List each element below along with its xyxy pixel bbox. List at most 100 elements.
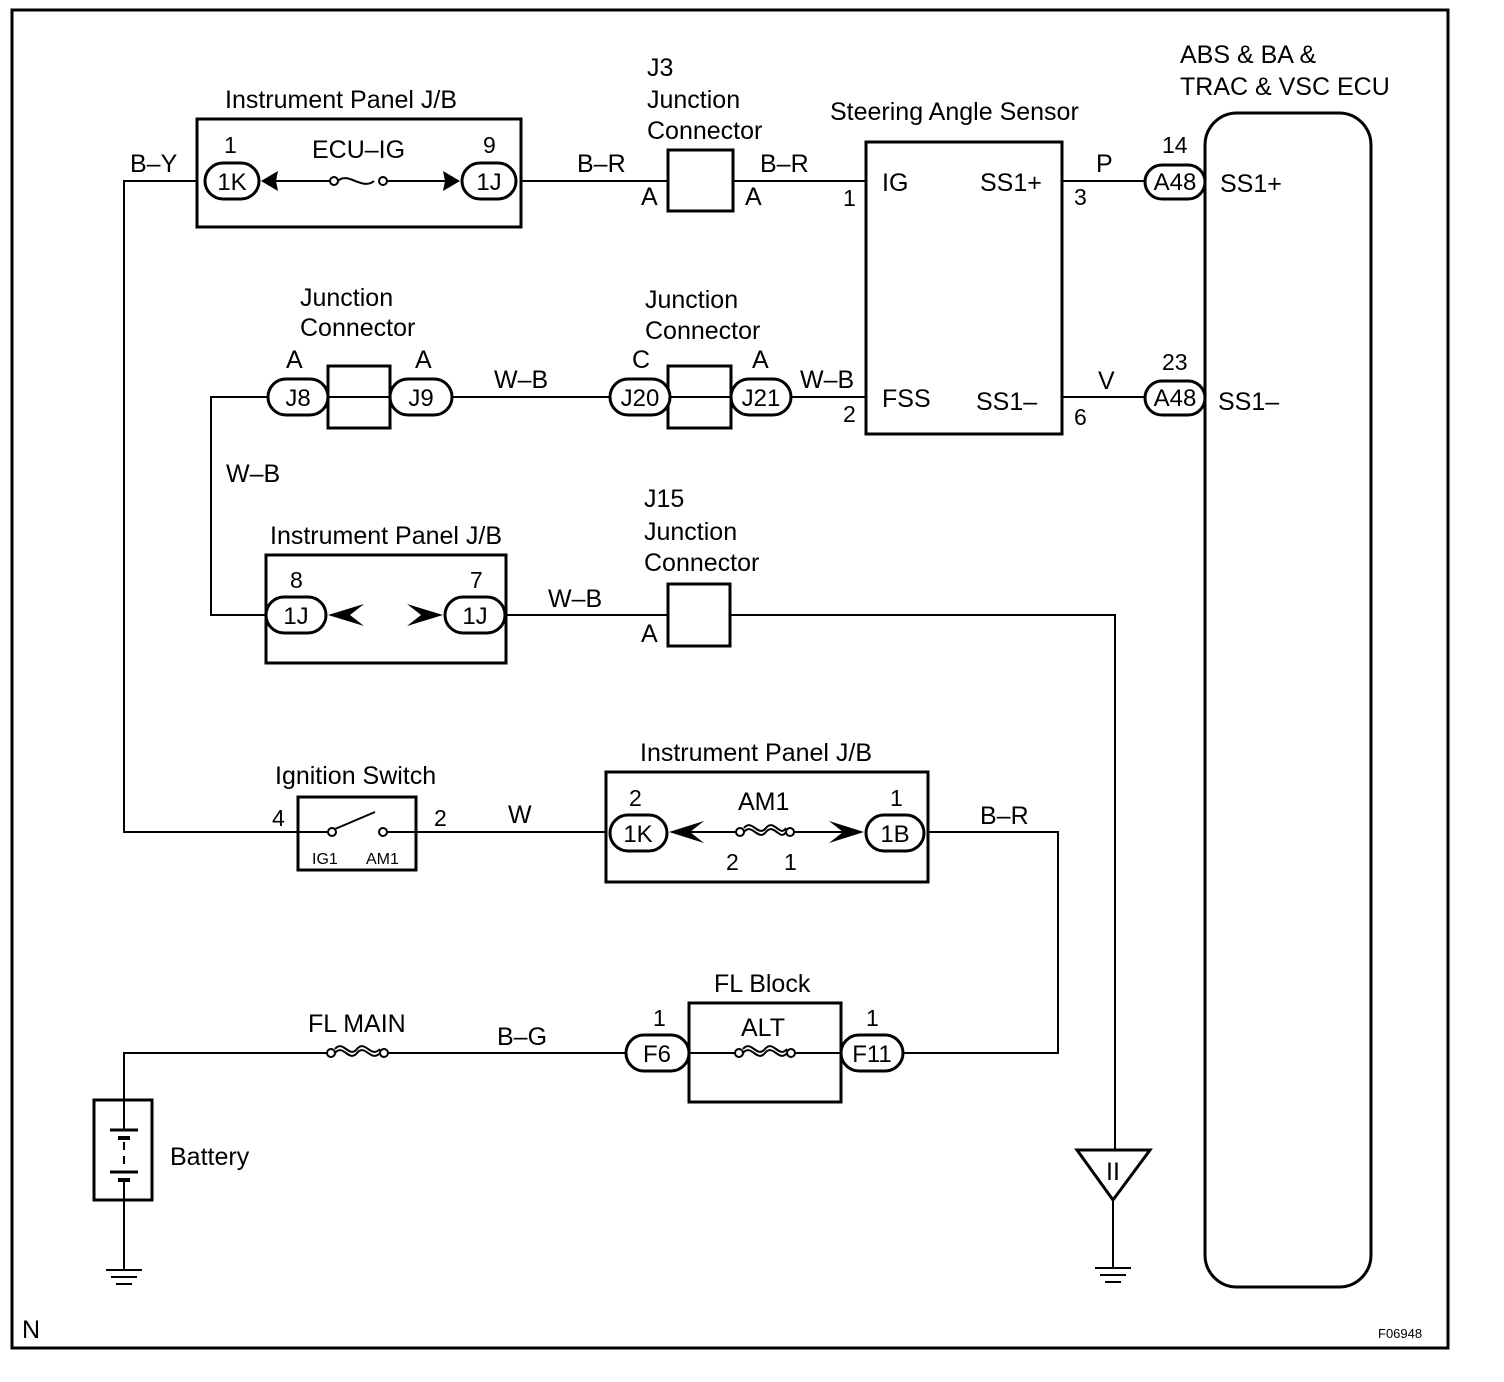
ip-jb-1-title: Instrument Panel J/B (225, 86, 457, 114)
j3-pin-right: A (745, 183, 762, 211)
ignition-pin-4: 4 (272, 805, 285, 831)
connector-f6: F6 (643, 1041, 671, 1068)
wire-battery-plus (123, 1052, 327, 1100)
wire-label-b-r-2: B–R (760, 150, 809, 178)
connector-j20: J20 (621, 385, 660, 412)
wire-label-b-y: B–Y (130, 150, 178, 178)
ignition-switch: Ignition Switch 4 2 IG1 AM1 (272, 762, 447, 872)
connector-1k: 1K (217, 169, 246, 196)
ecu-pin-23: 23 (1162, 349, 1188, 375)
j3-title-1: Junction (647, 86, 740, 114)
connector-1b: 1B (880, 821, 909, 848)
j3-title-2: Connector (647, 117, 762, 145)
ground-icon (1095, 1267, 1131, 1283)
ignition-term-ig1: IG1 (312, 851, 338, 868)
j15-junction-connector: J15 Junction Connector A (641, 485, 759, 648)
ground-icon (106, 1269, 142, 1285)
wire-label-w-b-4: W–B (548, 585, 602, 613)
fuse-icon (329, 176, 388, 186)
switch-icon (327, 811, 388, 837)
footer-code: F06948 (1378, 1326, 1422, 1341)
junction-connector-j8-j9: Junction Connector A A J8 J9 (266, 284, 454, 430)
sensor-ig: IG (882, 169, 908, 197)
terminal-arrow-icon (669, 821, 704, 843)
battery-label: Battery (170, 1143, 250, 1171)
connector-j8: J8 (285, 385, 310, 412)
sensor-pin-1: 1 (843, 185, 856, 211)
j3-junction-connector: J3 Junction Connector A A (641, 54, 762, 213)
connector-f11: F11 (852, 1041, 892, 1068)
fuse-am1-pin-1: 1 (784, 849, 797, 875)
ip-jb-am1: Instrument Panel J/B 2 1 AM1 1K 1B 2 1 (604, 739, 930, 884)
fusible-link-icon (735, 824, 795, 837)
wire-label-b-r-3: B–R (980, 802, 1029, 830)
j15-pin: A (641, 620, 658, 648)
ip-jb-3-pin-2: 2 (629, 785, 642, 811)
wiring (123, 180, 1145, 1270)
jc-a-title-2: Connector (300, 314, 415, 342)
ip-jb-2-pin-7: 7 (470, 567, 483, 593)
connector-a48-bottom: A48 (1154, 385, 1197, 412)
ignition-pin-2: 2 (434, 805, 447, 831)
battery-icon (110, 1100, 138, 1200)
wire-label-w-b-3: W–B (226, 460, 280, 488)
j15-title-2: Connector (644, 549, 759, 577)
fusible-link-icon (734, 1045, 796, 1058)
sensor-ss1m: SS1– (976, 388, 1037, 416)
ignition-title: Ignition Switch (275, 762, 436, 790)
terminal-arrow-icon (328, 604, 364, 626)
ecu-title-2: TRAC & VSC ECU (1180, 73, 1390, 101)
wire-label-b-r-1: B–R (577, 150, 626, 178)
ecu-ss1m: SS1– (1218, 388, 1279, 416)
terminal-arrow-icon (407, 604, 443, 626)
connector-j21: J21 (742, 385, 781, 412)
jc-a-pin-right: A (415, 346, 432, 374)
pin-9: 9 (483, 132, 496, 158)
terminal-arrow-icon (443, 171, 460, 191)
fl-block-title: FL Block (714, 970, 811, 998)
sensor-pin-3: 3 (1074, 184, 1087, 210)
fl-main-fuse: FL MAIN (308, 1010, 406, 1058)
fl-block: FL Block ALT 1 1 F6 F11 (624, 970, 905, 1104)
ip-jb-2-title: Instrument Panel J/B (270, 522, 502, 550)
battery: Battery (92, 1098, 250, 1202)
wire-label-w-b-1: W–B (494, 366, 548, 394)
wire-b-y (123, 180, 298, 833)
j3-id: J3 (647, 54, 673, 82)
connector-j9: J9 (408, 385, 433, 412)
fl-block-pin-right: 1 (866, 1005, 879, 1031)
steering-angle-sensor: Steering Angle Sensor IG SS1+ FSS SS1– 1… (830, 98, 1087, 436)
jc-b-title-2: Connector (645, 317, 760, 345)
sensor-title: Steering Angle Sensor (830, 98, 1079, 126)
j3-pin-left: A (641, 183, 658, 211)
j15-title-1: Junction (644, 518, 737, 546)
fl-block-pin-left: 1 (653, 1005, 666, 1031)
sensor-pin-6: 6 (1074, 404, 1087, 430)
ip-jb-2-pin-8: 8 (290, 567, 303, 593)
jc-b-title-1: Junction (645, 286, 738, 314)
ignition-term-am1: AM1 (366, 851, 399, 868)
wire-w-b-3 (210, 396, 268, 616)
terminal-arrow-icon (261, 171, 278, 191)
ip-jb-ecu-ig: Instrument Panel J/B 1 9 ECU–IG 1K 1J (195, 86, 523, 229)
connector-1j-left: 1J (283, 603, 308, 630)
jc-a-title-1: Junction (300, 284, 393, 312)
ground-label: II (1106, 1158, 1120, 1186)
jc-b-pin-right: A (752, 346, 769, 374)
ip-jb-3-title: Instrument Panel J/B (640, 739, 872, 767)
fuse-am1-label: AM1 (738, 788, 789, 816)
wire-label-w: W (508, 801, 532, 829)
connector-1k-bottom: 1K (623, 821, 652, 848)
fl-main-title: FL MAIN (308, 1010, 406, 1038)
fusible-link-icon (326, 1045, 389, 1058)
fuse-alt-label: ALT (741, 1014, 785, 1042)
sensor-pin-2: 2 (843, 401, 856, 427)
abs-ecu: ABS & BA & TRAC & VSC ECU 14 A48 SS1+ 23… (1143, 41, 1390, 1289)
diagram-frame (10, 8, 1450, 1350)
connector-1j-right: 1J (462, 603, 487, 630)
ecu-pin-14: 14 (1162, 132, 1188, 158)
ip-jb-3-pin-1: 1 (890, 785, 903, 811)
pin-1: 1 (224, 132, 237, 158)
sensor-ss1p: SS1+ (980, 169, 1042, 197)
